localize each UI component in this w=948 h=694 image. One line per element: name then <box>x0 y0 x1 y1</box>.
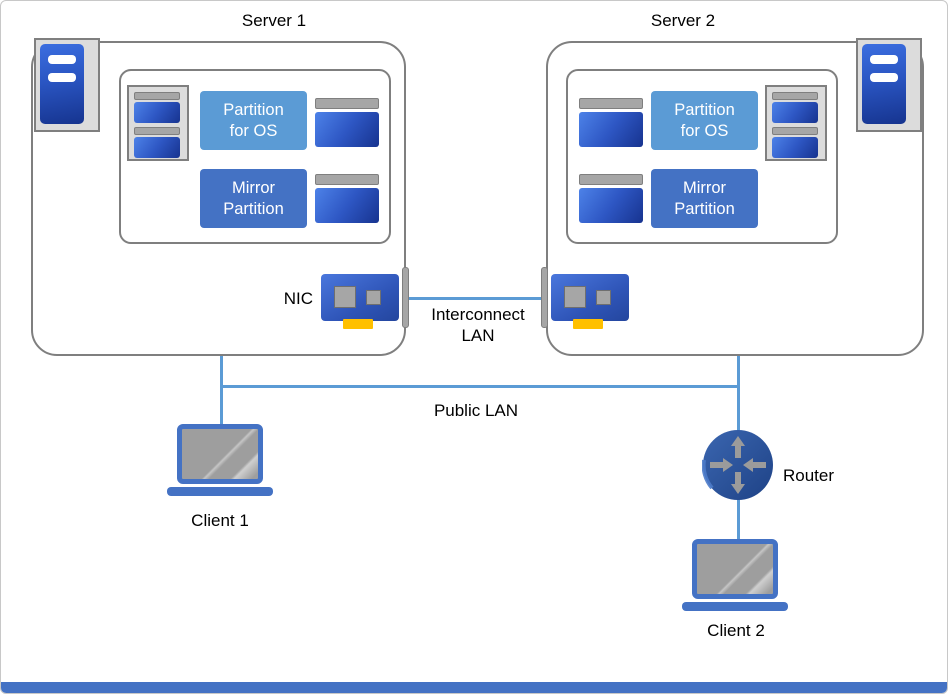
disk-platter <box>315 188 379 223</box>
client1-label: Client 1 <box>191 511 249 530</box>
disk-platter <box>579 112 643 147</box>
nic-label: NIC <box>283 289 313 308</box>
router-label: Router <box>783 466 835 485</box>
tower-slot <box>870 73 898 82</box>
nic-chip-large <box>564 286 586 308</box>
disk-platter <box>134 102 180 123</box>
client2-label: Client 2 <box>707 621 765 640</box>
server2-partition-os-box: Partition for OS <box>651 91 758 150</box>
disk-cap <box>134 127 180 135</box>
router-icon <box>701 429 774 501</box>
nic-bracket <box>402 267 409 328</box>
nic-connector <box>573 319 603 329</box>
nic-card <box>551 274 629 329</box>
server2-to-router-line <box>737 354 740 431</box>
laptop-base <box>682 602 788 611</box>
nic-chip-small <box>366 290 381 305</box>
disk-platter <box>772 137 818 158</box>
disk-cap <box>772 127 818 135</box>
server2-mirror-disk-icon <box>579 174 643 223</box>
server2-tower-icon <box>856 38 922 132</box>
tower-slot <box>870 55 898 64</box>
server-tower-body <box>40 44 84 124</box>
disk-unit <box>772 92 818 123</box>
laptop-screen <box>692 539 778 599</box>
nic-chip-small <box>596 290 611 305</box>
server1-mirror-partition-box: Mirror Partition <box>200 169 307 228</box>
server2-mirror-partition-box: Mirror Partition <box>651 169 758 228</box>
disk-platter <box>772 102 818 123</box>
tower-slot <box>48 73 76 82</box>
disk-platter <box>134 137 180 158</box>
disk-unit <box>134 92 180 123</box>
disk-platter <box>579 188 643 223</box>
disk-cap <box>772 92 818 100</box>
server2-nic-icon <box>541 267 629 329</box>
client2-laptop-icon <box>682 539 788 611</box>
server1-os-disk-icon <box>315 98 379 147</box>
server1-partition-os-box: Partition for OS <box>200 91 307 150</box>
nic-connector <box>343 319 373 329</box>
server1-to-public-lan-line <box>220 354 223 426</box>
bottom-accent-bar <box>1 682 947 693</box>
server2-os-disk-icon <box>579 98 643 147</box>
disk-unit <box>772 127 818 158</box>
server1-mirror-disk-icon <box>315 174 379 223</box>
server1-tower-icon <box>34 38 100 132</box>
disk-unit <box>134 127 180 158</box>
interconnect-lan-line <box>408 297 542 300</box>
nic-card <box>321 274 399 329</box>
disk-cap <box>315 174 379 185</box>
disk-cap <box>579 98 643 109</box>
client1-laptop-icon <box>167 424 273 496</box>
disk-cap <box>579 174 643 185</box>
server2-disk-stack-icon <box>765 85 827 161</box>
interconnect-lan-label: Interconnect LAN <box>431 305 525 345</box>
public-lan-label: Public LAN <box>433 401 519 420</box>
laptop-base <box>167 487 273 496</box>
router-svg <box>701 430 773 500</box>
disk-platter <box>315 112 379 147</box>
nic-chip-large <box>334 286 356 308</box>
laptop-screen <box>177 424 263 484</box>
public-lan-line <box>220 385 740 388</box>
disk-cap <box>134 92 180 100</box>
server1-disk-stack-icon <box>127 85 189 161</box>
tower-slot <box>48 55 76 64</box>
router-to-client2-line <box>737 498 740 543</box>
server1-nic-icon <box>321 267 409 329</box>
nic-bracket <box>541 267 548 328</box>
server2-title: Server 2 <box>650 11 716 30</box>
server-tower-body <box>862 44 906 124</box>
disk-cap <box>315 98 379 109</box>
server1-title: Server 1 <box>241 11 307 30</box>
